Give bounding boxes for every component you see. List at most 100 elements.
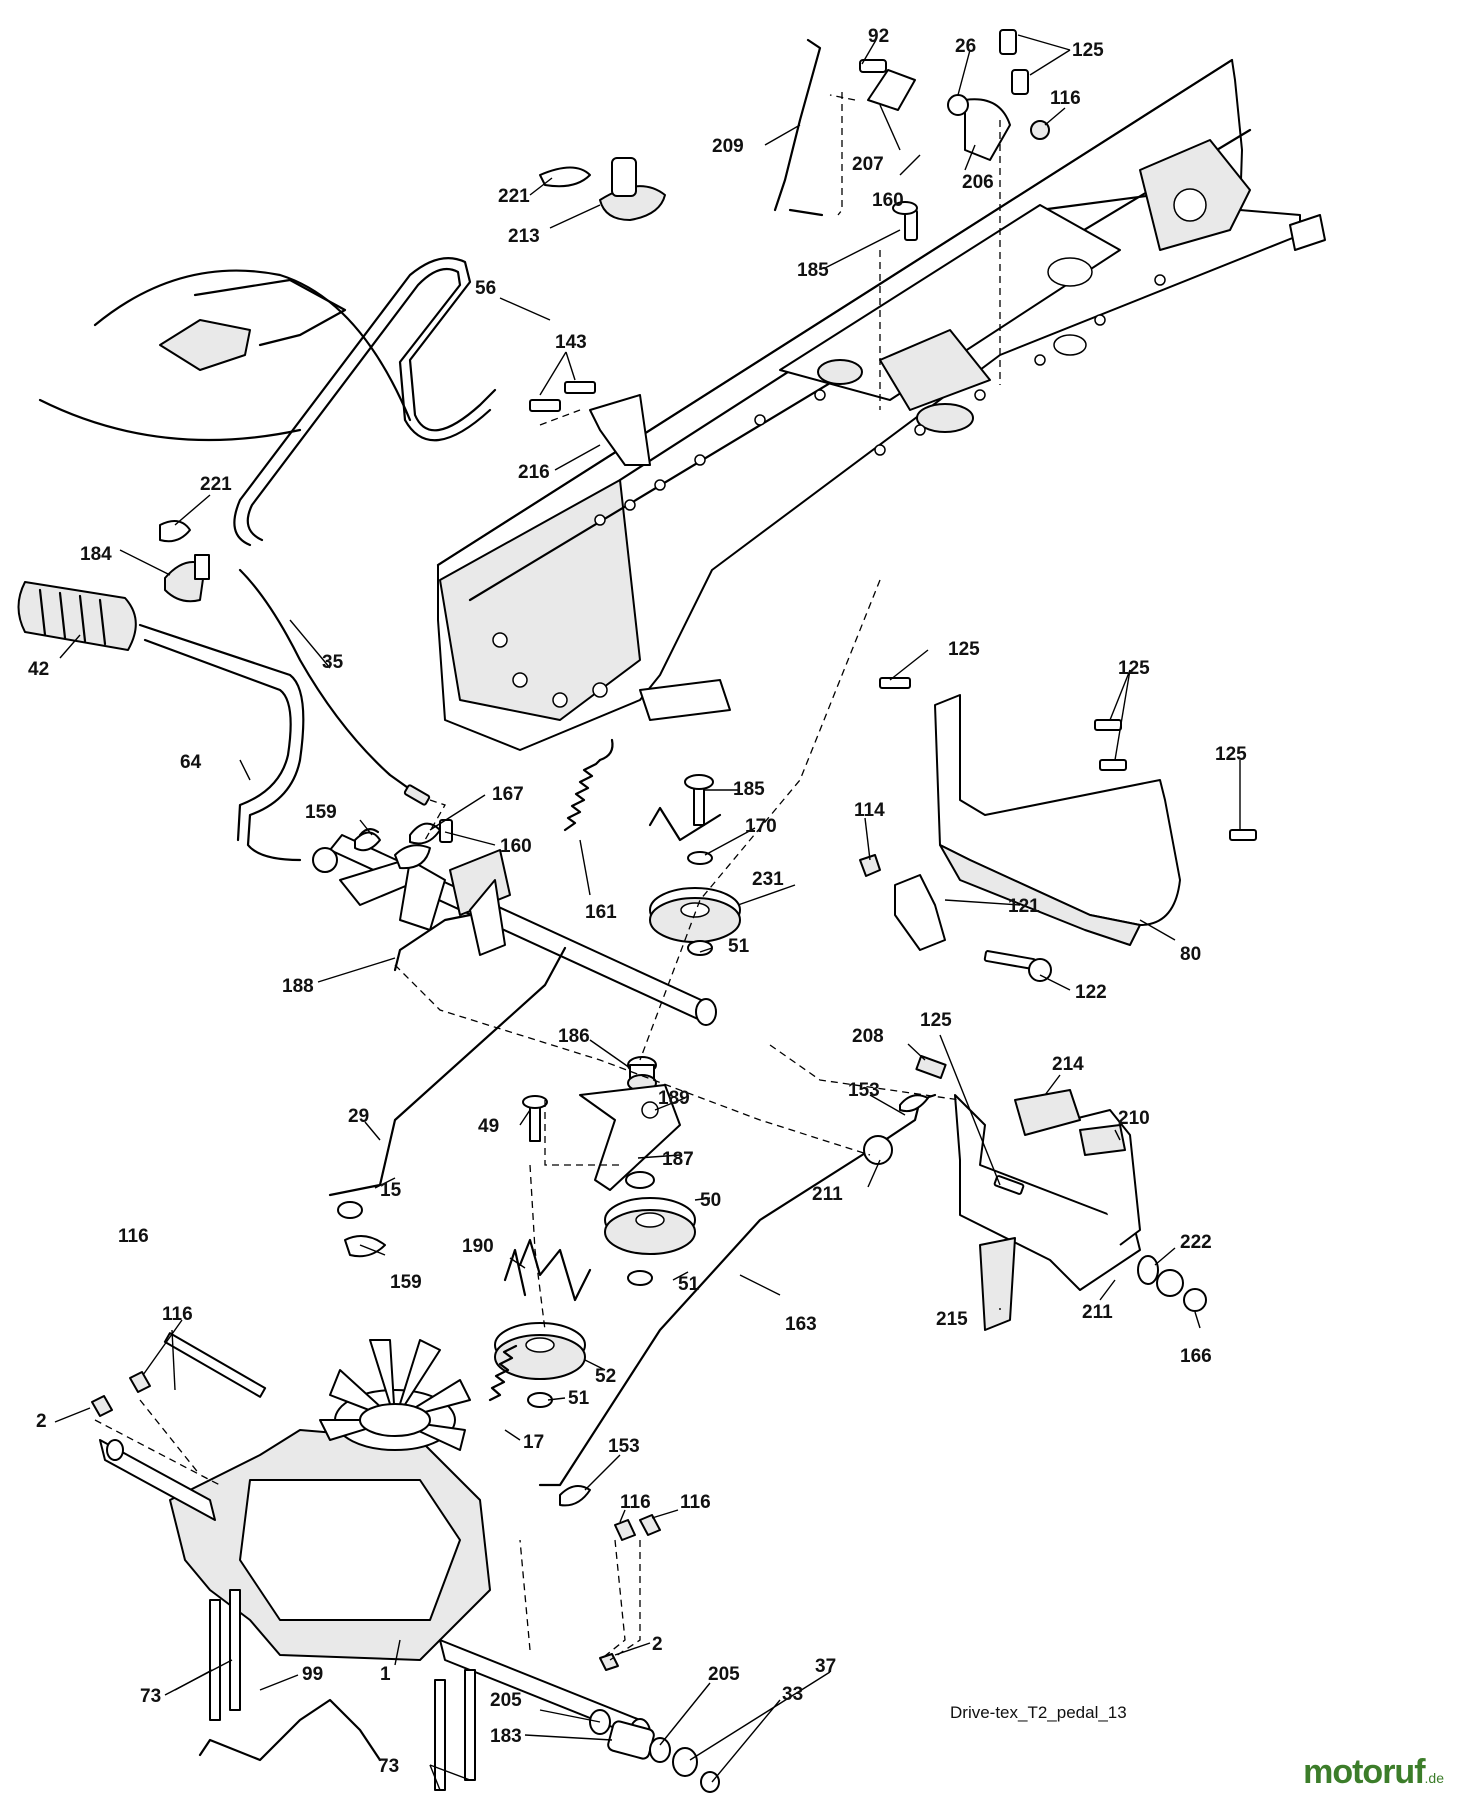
- label-17: 17: [523, 1432, 544, 1453]
- knob-213: [539, 157, 666, 221]
- label-116: 116: [118, 1226, 149, 1247]
- belt-guard-80: [859, 677, 1257, 982]
- label-2: 2: [652, 1634, 663, 1655]
- label-56: 56: [475, 278, 496, 299]
- label-80: 80: [1180, 944, 1201, 965]
- pedal-assembly: [863, 1054, 1207, 1331]
- idler-pulley-231: [648, 774, 741, 956]
- label-125: 125: [948, 639, 980, 660]
- label-184: 184: [80, 544, 112, 565]
- label-160: 160: [500, 836, 532, 857]
- label-114: 114: [854, 800, 885, 821]
- label-50: 50: [700, 1190, 721, 1211]
- label-221: 221: [498, 186, 530, 207]
- label-15: 15: [380, 1180, 402, 1201]
- label-159: 159: [305, 802, 337, 823]
- label-52: 52: [595, 1366, 616, 1387]
- label-92: 92: [868, 26, 889, 47]
- label-185: 185: [797, 260, 829, 281]
- grip-assembly: [17, 520, 210, 651]
- watermark-logo: motoruf.de: [1303, 1753, 1444, 1792]
- label-51: 51: [568, 1388, 590, 1409]
- label-189: 189: [658, 1088, 690, 1109]
- drive-belt: [233, 257, 497, 547]
- label-213: 213: [508, 226, 540, 247]
- label-51: 51: [728, 936, 750, 957]
- frame-holes: [492, 274, 1166, 708]
- label-188: 188: [282, 976, 314, 997]
- label-167: 167: [492, 784, 524, 805]
- center-pulleys: [488, 1056, 696, 1408]
- part-labels: 92 26 125 116 209 207 160 206 221 213 18…: [28, 26, 1247, 1777]
- label-99: 99: [302, 1664, 323, 1685]
- bracket-216: [529, 381, 651, 466]
- label-143: 143: [555, 332, 587, 353]
- label-207: 207: [852, 154, 884, 175]
- label-205: 205: [708, 1664, 740, 1685]
- label-37: 37: [815, 1656, 836, 1677]
- cross-shaft: [312, 828, 717, 1026]
- label-211: 211: [812, 1184, 843, 1205]
- label-205: 205: [490, 1690, 522, 1711]
- label-231: 231: [752, 869, 784, 890]
- watermark-tld: .de: [1424, 1770, 1444, 1786]
- label-125: 125: [1215, 744, 1247, 765]
- label-186: 186: [558, 1026, 590, 1047]
- label-1: 1: [380, 1664, 391, 1685]
- label-116: 116: [162, 1304, 193, 1325]
- label-221: 221: [200, 474, 232, 495]
- label-208: 208: [852, 1026, 884, 1047]
- label-26: 26: [955, 36, 976, 57]
- label-159: 159: [390, 1272, 422, 1293]
- label-210: 210: [1118, 1108, 1150, 1129]
- rod-163: [538, 1093, 937, 1507]
- deck-cover: [38, 269, 412, 442]
- label-160: 160: [872, 190, 904, 211]
- label-116: 116: [1050, 88, 1081, 109]
- watermark-name: motoruf: [1303, 1753, 1425, 1791]
- label-163: 163: [785, 1314, 817, 1335]
- label-122: 122: [1075, 982, 1107, 1003]
- assembly-lines: [94, 92, 1001, 1661]
- leader-lines: [54, 34, 1241, 1791]
- label-116: 116: [620, 1492, 651, 1513]
- label-209: 209: [712, 136, 744, 157]
- label-187: 187: [662, 1149, 694, 1170]
- label-211: 211: [1082, 1302, 1113, 1323]
- label-33: 33: [782, 1684, 803, 1705]
- label-125: 125: [1072, 40, 1104, 61]
- label-73: 73: [378, 1756, 399, 1777]
- upper-linkage: [773, 29, 1050, 241]
- label-49: 49: [478, 1116, 499, 1137]
- label-51: 51: [678, 1274, 700, 1295]
- label-183: 183: [490, 1726, 522, 1747]
- transaxle-1: [91, 1332, 661, 1791]
- label-73: 73: [140, 1686, 161, 1707]
- label-42: 42: [28, 659, 49, 680]
- label-185: 185: [733, 779, 765, 800]
- diagram-caption: Drive-tex_T2_pedal_13: [950, 1703, 1127, 1722]
- label-216: 216: [518, 462, 550, 483]
- label-170: 170: [745, 816, 777, 837]
- spring-161: [563, 738, 614, 832]
- label-64: 64: [180, 752, 202, 773]
- label-206: 206: [962, 172, 994, 193]
- label-125: 125: [1118, 658, 1150, 679]
- label-29: 29: [348, 1106, 369, 1127]
- chassis-frame: [436, 58, 1326, 751]
- drive-rods: [328, 913, 567, 1258]
- label-2: 2: [36, 1411, 47, 1432]
- label-121: 121: [1008, 896, 1040, 917]
- label-35: 35: [322, 652, 344, 673]
- label-153: 153: [608, 1436, 640, 1457]
- label-166: 166: [1180, 1346, 1212, 1367]
- label-215: 215: [936, 1309, 968, 1330]
- lift-rod-64: [138, 568, 431, 862]
- axle-hardware: [589, 1709, 720, 1793]
- label-116: 116: [680, 1492, 711, 1513]
- label-161: 161: [585, 902, 617, 923]
- label-125: 125: [920, 1010, 952, 1031]
- label-222: 222: [1180, 1232, 1212, 1253]
